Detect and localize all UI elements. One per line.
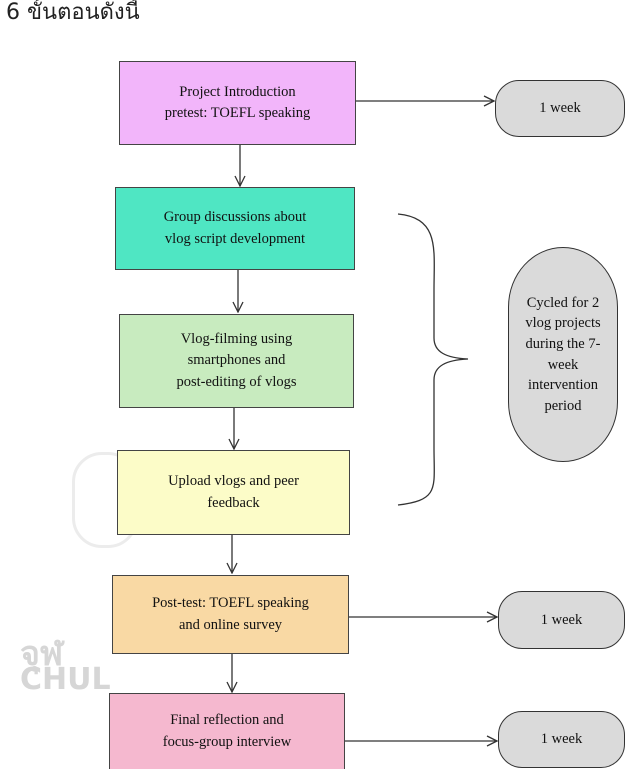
page-heading: 6 ขั้นตอนดังนี้: [6, 0, 140, 25]
duration-pill-reflection: 1 week: [498, 711, 625, 768]
cycle-brace: [397, 213, 469, 506]
cycle-note: Cycled for 2 vlog projects during the 7-…: [508, 247, 618, 462]
duration-pill-posttest: 1 week: [498, 591, 625, 649]
watermark-latin-text: CHUL: [20, 662, 111, 697]
duration-pill-intro: 1 week: [495, 80, 625, 137]
watermark-thai-text: จุฬ: [20, 634, 64, 674]
